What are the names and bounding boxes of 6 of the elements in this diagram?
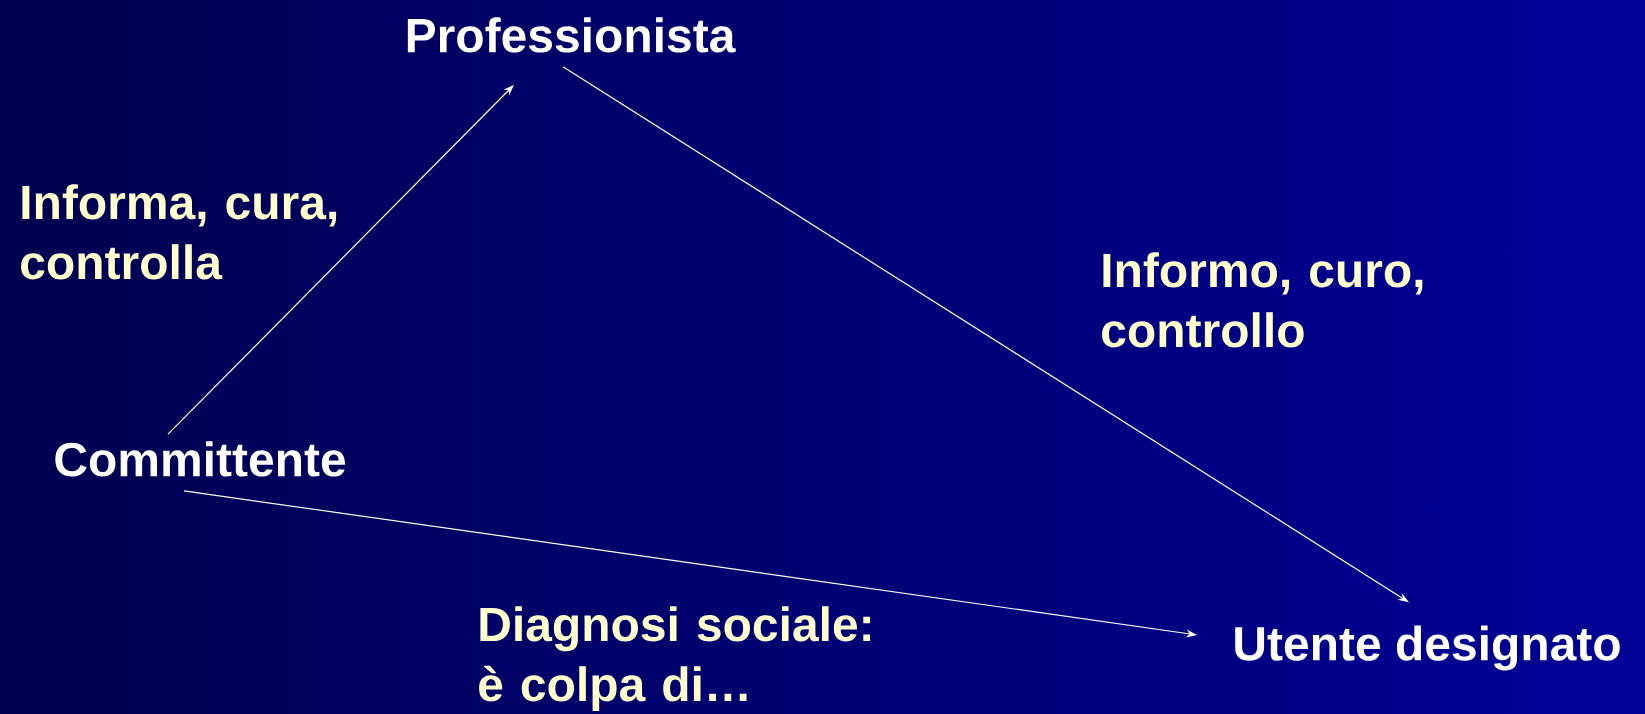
edge-label: Informa, cura, controlla [21, 184, 337, 280]
node-label: Professionista [407, 17, 736, 53]
edge-label: Informo, curo, controllo [1102, 252, 1423, 348]
node-label: Committente [55, 441, 346, 477]
node-label: Utente designato [1235, 625, 1620, 671]
edge-label: Diagnosi sociale: è colpa di… [479, 606, 871, 711]
